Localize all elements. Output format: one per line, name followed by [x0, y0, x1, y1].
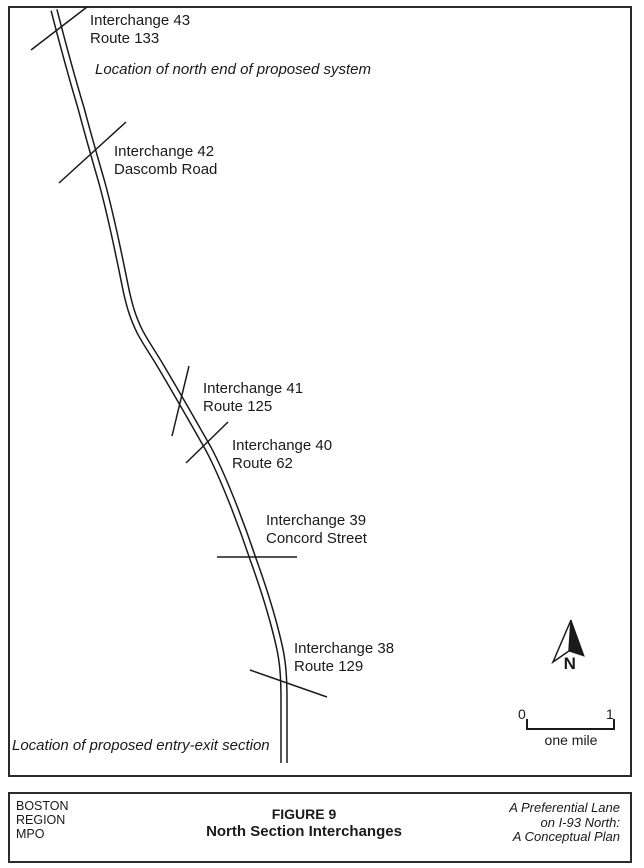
figure-caption: FIGURE 9 North Section Interchanges [206, 806, 402, 840]
report-title-line: A Conceptual Plan [512, 829, 620, 844]
north-end-note: Location of north end of proposed system [95, 61, 372, 78]
interchange-name: Interchange 38 [294, 640, 395, 657]
agency-line: MPO [16, 827, 45, 841]
north-arrow-right-half [568, 619, 585, 657]
interchange-road: Route 133 [90, 30, 160, 47]
interchange-42-label: Interchange 42 Dascomb Road [114, 143, 217, 179]
scale-bar [526, 719, 615, 730]
figure-title: North Section Interchanges [206, 823, 402, 840]
figure-number: FIGURE 9 [271, 806, 337, 822]
title-block-frame [8, 792, 632, 863]
interchange-road: Dascomb Road [114, 161, 218, 178]
interchange-road: Concord Street [266, 530, 367, 547]
interchange-38-crossroad [249, 669, 328, 698]
interchange-road: Route 62 [232, 455, 293, 472]
interchange-38-label: Interchange 38 Route 129 [294, 640, 394, 676]
interchange-39-label: Interchange 39 Concord Street [266, 512, 367, 548]
interchange-name: Interchange 42 [114, 143, 215, 160]
scale-caption: one mile [544, 732, 598, 748]
highway-i93-core [51, 9, 287, 763]
report-title-line: A Preferential Lane [509, 800, 620, 815]
scale-end-label: 1 [606, 706, 614, 722]
interchange-name: Interchange 39 [266, 512, 367, 529]
interchange-42-crossroad [58, 121, 127, 184]
interchange-43-label: Interchange 43 Route 133 [90, 12, 190, 48]
agency-name: BOSTON REGION MPO [16, 799, 69, 841]
interchange-40-label: Interchange 40 Route 62 [232, 437, 332, 473]
interchange-41-label: Interchange 41 Route 125 [203, 380, 303, 416]
scale-start-label: 0 [518, 706, 526, 722]
interchange-41-crossroad [171, 365, 190, 437]
interchange-43-crossroad [30, 6, 88, 51]
report-title: A Preferential Lane on I-93 North: A Con… [509, 800, 621, 845]
agency-line: BOSTON [16, 799, 69, 813]
interchange-40-crossroad [185, 421, 229, 464]
interchange-name: Interchange 40 [232, 437, 333, 454]
interchange-road: Route 129 [294, 658, 364, 675]
north-arrow-letter: N [563, 654, 577, 673]
report-title-line: on I-93 North: [540, 814, 621, 830]
interchange-road: Route 125 [203, 398, 273, 415]
interchange-name: Interchange 41 [203, 380, 304, 397]
interchange-name: Interchange 43 [90, 12, 191, 29]
entry-exit-note: Location of proposed entry-exit section [12, 737, 270, 754]
agency-line: REGION [16, 813, 66, 827]
